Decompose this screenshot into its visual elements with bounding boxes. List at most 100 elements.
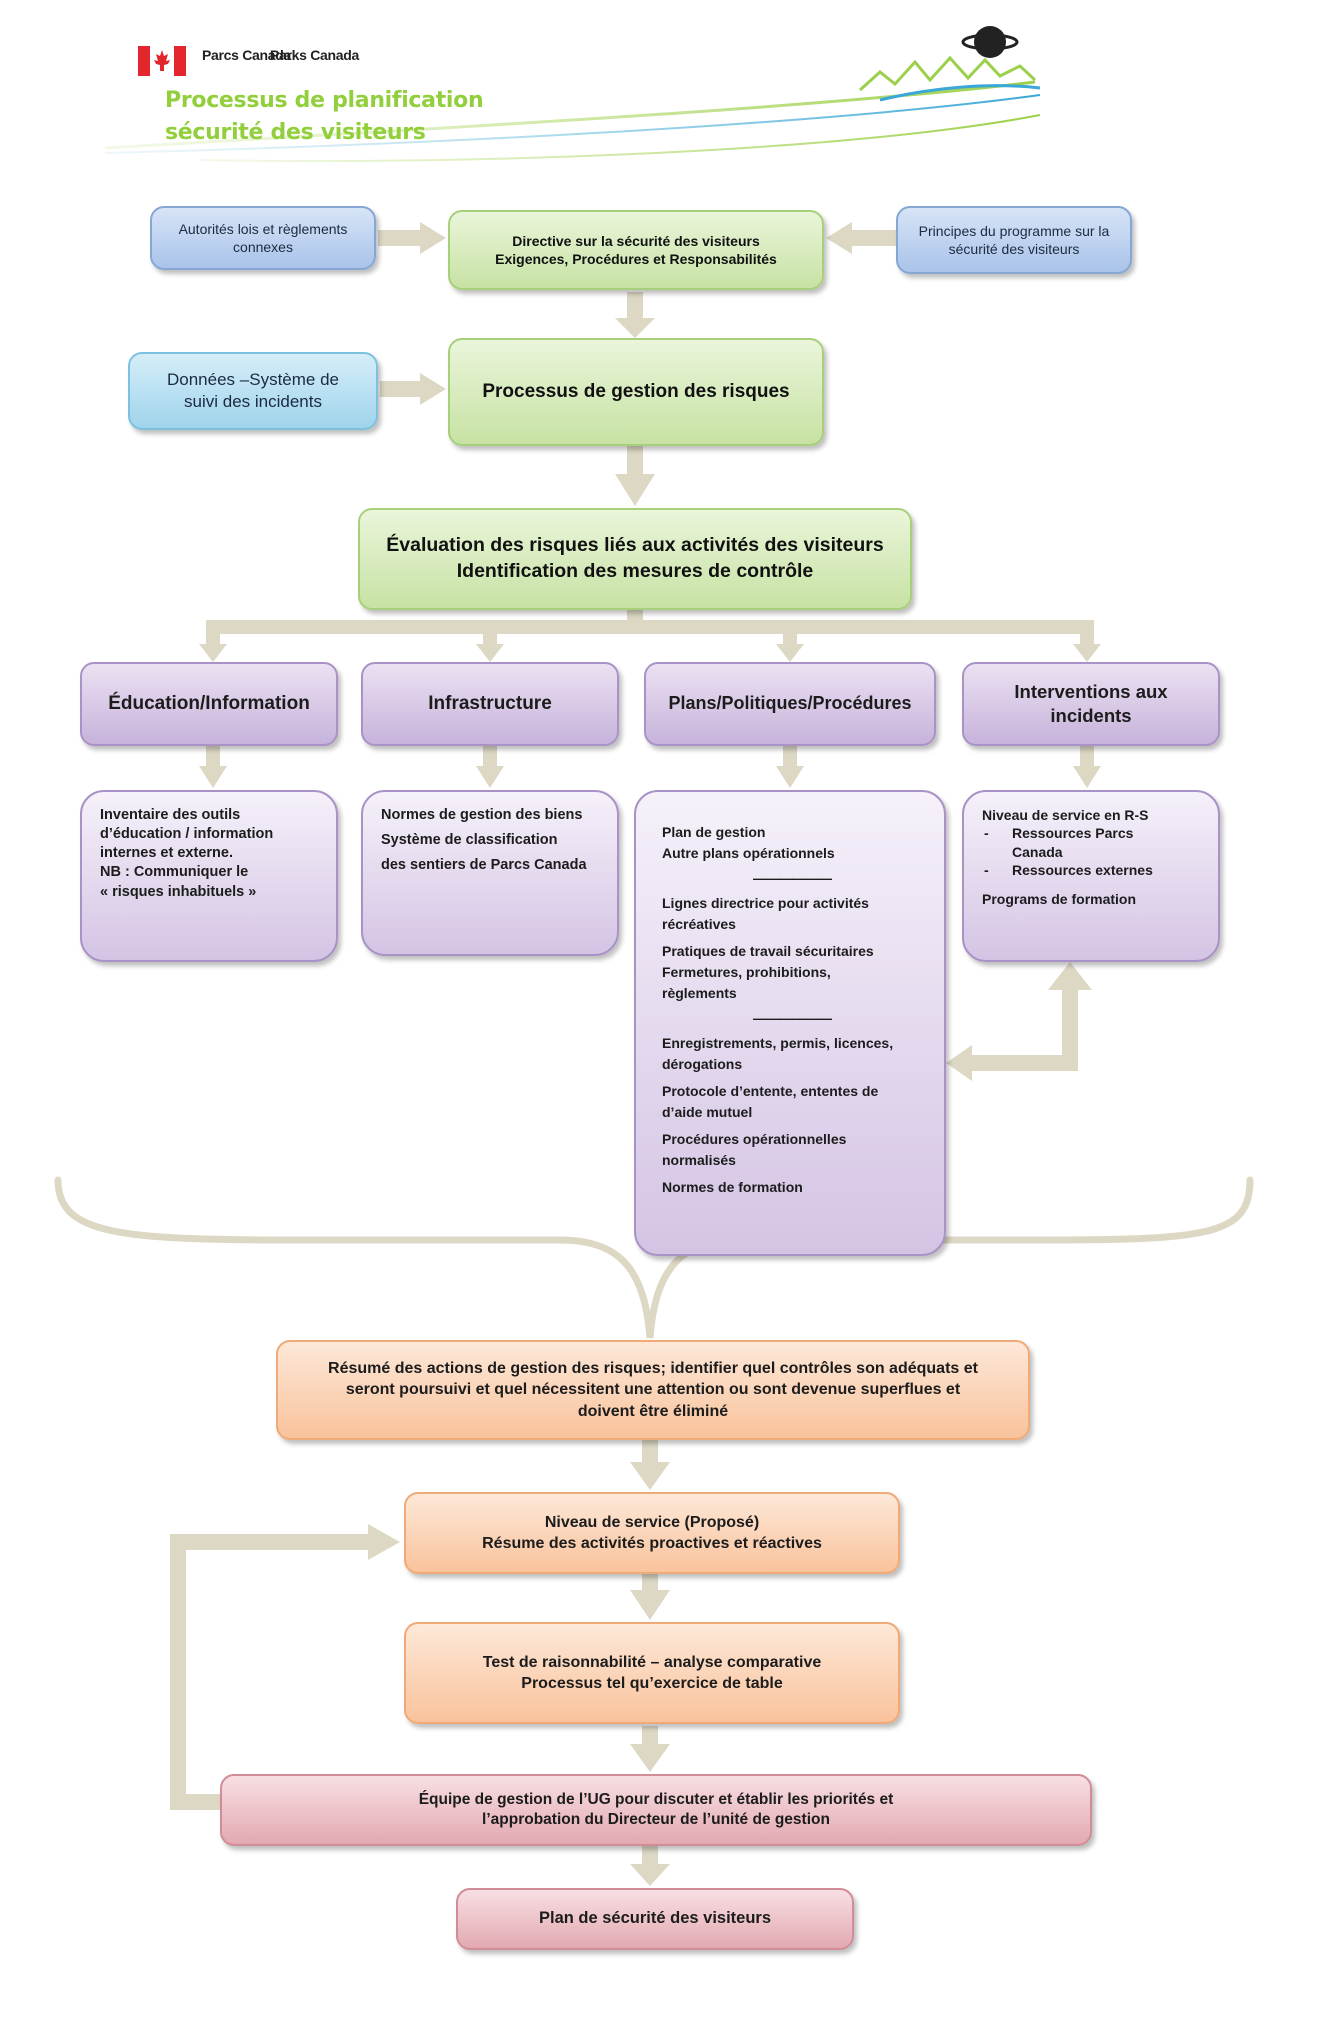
directive-line1: Directive sur la sécurité des visiteurs — [512, 232, 760, 249]
arrow-service-to-test — [630, 1574, 670, 1620]
principles-box: Principes du programme sur la sécurité d… — [896, 206, 1132, 274]
canada-flag-icon — [138, 46, 186, 76]
education-detail-1: Inventaire des outils — [100, 807, 241, 823]
plans-detail-2: Autre plans opérationnels — [662, 845, 835, 861]
double-arrow-plans-interventions — [946, 962, 1092, 1081]
arrows-headers-to-details — [199, 746, 1101, 788]
feedback-loop-arrow — [170, 1524, 400, 1810]
arrow-principles-to-directive — [826, 222, 896, 254]
evaluation-line1: Évaluation des risques liés aux activité… — [386, 534, 884, 557]
infrastructure-detail-1: Normes de gestion des biens — [381, 807, 583, 823]
arrow-risk-process-to-evaluation — [615, 446, 655, 506]
resource-parks-line1: Ressources Parcs — [1012, 825, 1134, 842]
plans-detail-7: règlements — [662, 985, 737, 1001]
authorities-line2: connexes — [233, 239, 293, 255]
interventions-title-line2: incidents — [1050, 705, 1132, 726]
merge-brace — [54, 1176, 1254, 1339]
risk-process-box: Processus de gestion des risques — [448, 338, 824, 446]
infrastructure-detail-3: des sentiers de Parcs Canada — [381, 857, 587, 874]
infrastructure-header: Infrastructure — [361, 662, 619, 746]
education-header: Éducation/Information — [80, 662, 338, 746]
interventions-level: Niveau de service en R-S — [982, 807, 1149, 823]
team-line1: Équipe de gestion de l’UG pour discuter … — [418, 1790, 894, 1808]
data-system-line2: suivi des incidents — [184, 392, 322, 411]
directive-box: Directive sur la sécurité des visiteurs … — [448, 210, 824, 290]
arrow-authorities-to-directive — [378, 222, 446, 254]
arrow-data-to-risk-process — [380, 373, 446, 405]
plans-detail-6: Fermetures, prohibitions, — [662, 964, 831, 980]
resource-external-label: Ressources externes — [1012, 862, 1153, 879]
authorities-line1: Autorités lois et règlements — [178, 220, 348, 237]
education-detail-5: « risques inhabituels » — [100, 883, 257, 900]
summary-line1: Résumé des actions de gestion des risque… — [328, 1360, 978, 1378]
management-team-box: Équipe de gestion de l’UG pour discuter … — [220, 1774, 1092, 1846]
header-swoosh-graphic — [104, 26, 1041, 162]
service-level-box: Niveau de service (Proposé) Résume des a… — [404, 1492, 900, 1574]
education-detail-2: d’éducation / information — [100, 826, 274, 843]
plans-detail-14: Normes de formation — [662, 1179, 803, 1195]
plans-detail-4: récréatives — [662, 916, 736, 932]
plans-detail-12: Procédures opérationnelles — [662, 1131, 847, 1147]
education-details: Inventaire des outils d’éducation / info… — [80, 790, 338, 962]
org-fr-line1: Parcs — [202, 47, 239, 63]
summary-line2: seront poursuivi et quel nécessitent une… — [345, 1381, 961, 1399]
plans-title: Plans/Politiques/Procédures — [668, 693, 912, 714]
data-system-box: Données –Système de suivi des incidents — [128, 352, 378, 430]
plans-detail-13: normalisés — [662, 1152, 736, 1168]
plans-detail-3: Lignes directrice pour activités — [662, 895, 869, 911]
org-en-line2: Canada — [310, 47, 360, 63]
org-en-line1: Parks — [270, 47, 307, 63]
principles-line1: Principes du programme sur la — [918, 222, 1110, 239]
plans-detail-9: dérogations — [662, 1056, 743, 1072]
header-title-line2: sécurité des visiteurs — [165, 120, 426, 145]
plans-header: Plans/Politiques/Procédures — [644, 662, 936, 746]
plans-details: Plan de gestion Autre plans opérationnel… — [634, 790, 946, 1256]
reasonableness-line2: Processus tel qu’exercice de table — [521, 1675, 783, 1692]
interventions-training: Programs de formation — [982, 890, 1137, 907]
service-level-line2: Résume des activités proactives et réact… — [482, 1535, 822, 1552]
arrow-team-to-plan — [630, 1846, 670, 1886]
summary-line3: doivent être éliminé — [577, 1402, 729, 1420]
visitor-safety-plan-box: Plan de sécurité des visiteurs — [456, 1888, 854, 1950]
plans-separator-1: —————— — [753, 870, 832, 886]
interventions-details: Niveau de service en R-S Ressources Parc… — [962, 790, 1220, 962]
plans-detail-11: d’aide mutuel — [662, 1104, 753, 1120]
org-name-fr: Parcs Canada — [202, 47, 291, 63]
arrow-directive-to-risk-process — [615, 292, 655, 338]
interventions-header: Interventions aux incidents — [962, 662, 1220, 746]
plans-detail-10: Protocole d’entente, ententes de — [662, 1083, 879, 1099]
plans-detail-5: Pratiques de travail sécuritaires — [662, 943, 874, 959]
reasonableness-test-box: Test de raisonnabilité – analyse compara… — [404, 1622, 900, 1724]
data-system-line1: Données –Système de — [167, 369, 339, 389]
evaluation-line2: Identification des mesures de contrôle — [456, 560, 814, 582]
arrow-test-to-team — [630, 1726, 670, 1772]
directive-line2: Exigences, Procédures et Responsabilités — [495, 251, 777, 267]
principles-line2: sécurité des visiteurs — [948, 241, 1080, 257]
infrastructure-details: Normes de gestion des biens Système de c… — [361, 790, 619, 956]
education-title: Éducation/Information — [108, 693, 310, 715]
interventions-resources-list: Ressources Parcs Canada Ressources exter… — [982, 824, 1153, 880]
plans-detail-1: Plan de gestion — [662, 824, 766, 840]
risk-process-label: Processus de gestion des risques — [482, 381, 790, 403]
infrastructure-detail-2: Système de classification — [381, 832, 558, 849]
evaluation-box: Évaluation des risques liés aux activité… — [358, 508, 912, 610]
infrastructure-title: Infrastructure — [428, 693, 552, 715]
service-level-line1: Niveau de service (Proposé) — [544, 1513, 760, 1531]
plans-separator-2: —————— — [753, 1010, 832, 1026]
team-line2: l’approbation du Directeur de l’unité de… — [482, 1811, 830, 1828]
interventions-resource-external: Ressources externes — [982, 861, 1153, 880]
summary-box: Résumé des actions de gestion des risque… — [276, 1340, 1030, 1440]
plans-detail-8: Enregistrements, permis, licences, — [662, 1035, 894, 1051]
distribution-connector — [199, 610, 1101, 662]
header-title-line1: Processus de planification — [165, 88, 484, 113]
resource-parks-line2: Canada — [1012, 843, 1063, 860]
org-name-en: Parks Canada — [270, 47, 359, 63]
interventions-title-line1: Interventions aux — [1014, 680, 1168, 702]
plan-label: Plan de sécurité des visiteurs — [538, 1909, 772, 1928]
authorities-box: Autorités lois et règlements connexes — [150, 206, 376, 270]
org-fr-line2: Canada — [242, 47, 292, 63]
arrow-summary-to-service — [630, 1440, 670, 1490]
reasonableness-line1: Test de raisonnabilité – analyse compara… — [482, 1653, 822, 1671]
